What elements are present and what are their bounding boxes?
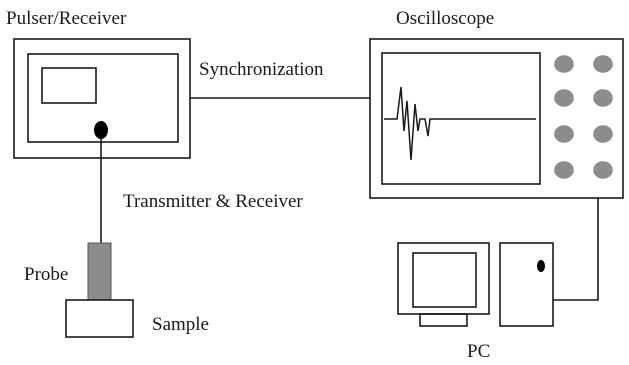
pc-label: PC <box>467 341 491 362</box>
pc-monitor-screen <box>412 252 477 308</box>
pulser-receiver-unit <box>13 38 191 159</box>
oscilloscope-knob <box>554 161 574 179</box>
pc-unit <box>397 242 554 327</box>
oscilloscope-knob <box>554 55 574 73</box>
oscilloscope-knob <box>593 125 613 143</box>
pulser-receiver-outer-box <box>13 38 191 159</box>
oscilloscope-unit <box>369 38 624 199</box>
oscilloscope-knob <box>593 89 613 107</box>
probe-label: Probe <box>24 264 69 285</box>
oscilloscope-waveform <box>384 86 536 161</box>
sample-block <box>65 299 134 338</box>
oscilloscope-screen <box>381 52 541 185</box>
sample-label: Sample <box>152 314 209 335</box>
oscilloscope-knob <box>593 161 613 179</box>
pc-tower <box>499 242 554 327</box>
synchronization-label: Synchronization <box>199 59 324 80</box>
oscilloscope-label: Oscilloscope <box>396 8 495 29</box>
oscilloscope-knobs <box>554 55 613 179</box>
oscilloscope-outer-box <box>369 38 624 199</box>
oscilloscope-knob <box>554 125 574 143</box>
probe <box>87 242 112 301</box>
pulser-receiver-inner-panel <box>27 53 179 143</box>
transmitter-receiver-label: Transmitter & Receiver <box>123 191 303 212</box>
pulser-receiver-display <box>41 67 97 104</box>
pulser-receiver-label: Pulser/Receiver <box>6 8 127 29</box>
pc-power-button <box>537 260 545 272</box>
oscilloscope-knob <box>554 89 574 107</box>
oscilloscope-pc-cable <box>553 198 599 301</box>
pc-monitor-stand <box>419 313 468 327</box>
oscilloscope-knob <box>593 55 613 73</box>
pulser-receiver-connector-knob <box>94 121 108 139</box>
